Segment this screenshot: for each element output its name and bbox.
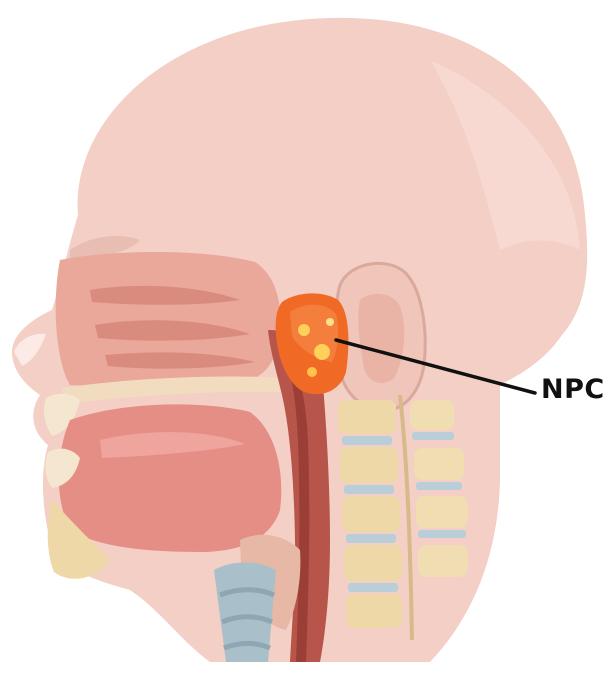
disc [346,534,396,543]
vertebra [344,545,402,581]
disc [418,530,466,538]
disc [344,485,394,494]
npc-tumor-spot [314,344,330,360]
npc-tumor-spot [326,318,334,326]
spinous-process [414,448,464,480]
disc [348,583,398,592]
npc-tumor-spot [298,324,310,336]
disc [416,482,462,490]
disc [412,432,454,440]
vertebra [346,594,402,628]
npc-label: NPC [541,376,605,403]
spinous-process [418,545,468,577]
spinous-process [410,400,454,430]
vertebra [338,400,396,434]
tongue [59,404,282,552]
vertebra [342,496,400,532]
spinous-process [416,496,468,528]
disc [342,436,392,445]
ear-inner [358,294,404,383]
vertebra [340,447,398,483]
npc-tumor-spot [307,367,317,377]
